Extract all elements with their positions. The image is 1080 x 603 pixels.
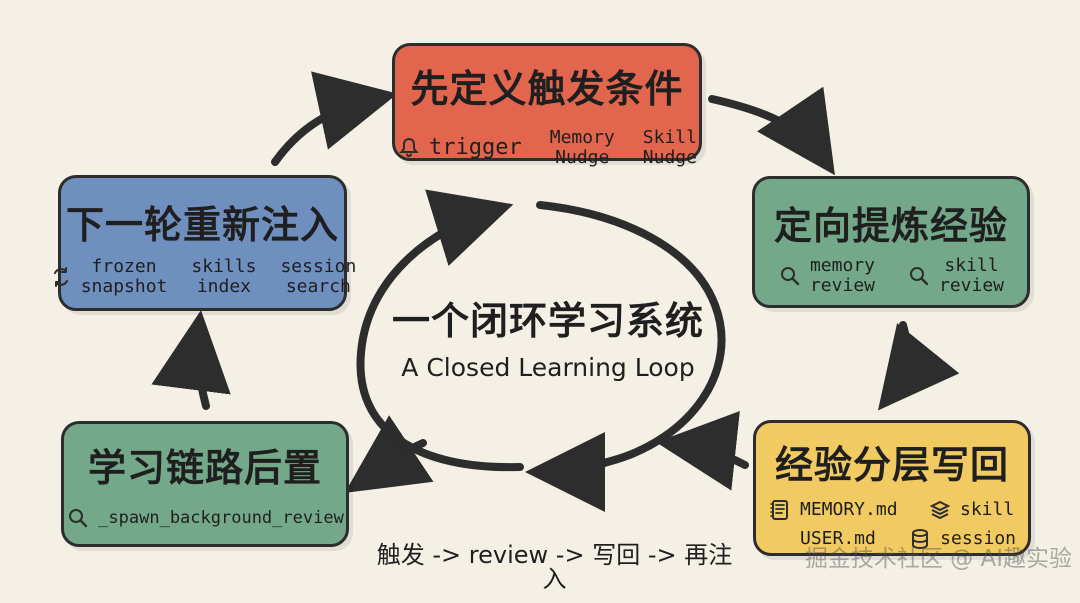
item-skills-index: skills index — [191, 257, 256, 297]
session-search-label: session search — [280, 256, 357, 297]
arrow-postpone-to-reinject — [151, 310, 231, 410]
arrow-writeback-to-postpone — [656, 411, 749, 491]
user-md-label: USER.md — [800, 528, 876, 550]
bell-icon — [397, 136, 421, 160]
refresh-icon — [49, 265, 73, 289]
item-skill-review: skill review — [907, 256, 1004, 296]
card-title-reinject: 下一轮重新注入 — [65, 203, 339, 247]
card-row-writeback-top: MEMORY.md skill — [768, 498, 1016, 522]
item-frozen-snapshot: frozen snapshot — [49, 256, 168, 297]
arrow-refine-to-writeback — [877, 321, 960, 411]
card-row-refine: memory review skill review — [755, 256, 1027, 296]
item-spawn-background-review: _spawn_background_review — [66, 506, 344, 530]
card-title-postpone: 学习链路后置 — [87, 446, 322, 490]
card-postpone: 学习链路后置 _spawn_background_review — [61, 421, 349, 547]
item-memory-nudge: Memory Nudge — [550, 128, 615, 168]
item-memory-md: MEMORY.md — [768, 498, 904, 522]
notebook-icon — [768, 498, 792, 522]
card-row-writeback-bottom: USER.md session — [768, 527, 1016, 551]
magnifier-icon — [66, 506, 90, 530]
card-title-writeback: 经验分层写回 — [774, 443, 1009, 487]
card-refine: 定向提炼经验 memory review skill — [752, 176, 1030, 308]
skill-nudge-label: Skill Nudge — [642, 127, 697, 168]
card-trigger: 先定义触发条件 trigger Memory Nudge Skill Nudge — [392, 43, 702, 167]
item-skill: skill — [928, 498, 1014, 522]
memory-nudge-label: Memory Nudge — [549, 127, 615, 168]
database-icon — [908, 527, 932, 551]
item-session: session — [908, 527, 1016, 551]
card-reinject: 下一轮重新注入 frozen snapshot skills index ses… — [53, 175, 356, 311]
center-loop-left — [356, 189, 524, 472]
card-row-trigger: trigger Memory Nudge Skill Nudge — [395, 128, 699, 168]
session-label: session — [940, 528, 1016, 550]
frozen-snapshot-label: frozen snapshot — [80, 256, 168, 297]
memory-md-label: MEMORY.md — [800, 499, 898, 521]
item-user-md: USER.md — [768, 529, 884, 549]
arrow-trigger-to-refine — [708, 86, 835, 176]
card-writeback: 经验分层写回 MEMORY.md — [753, 420, 1031, 556]
skills-index-label: skills index — [191, 256, 257, 297]
watermark: 掘金技术社区 @ AI趣实验 — [804, 546, 1072, 572]
item-skill-nudge: Skill Nudge — [643, 128, 697, 168]
trigger-label: trigger — [429, 134, 522, 160]
flow-summary: 触发 -> review -> 写回 -> 再注入 — [376, 541, 733, 593]
magnifier-icon — [778, 264, 802, 288]
card-title-trigger: 先定义触发条件 — [410, 67, 684, 111]
magnifier-icon — [907, 264, 931, 288]
item-session-search: session search — [280, 257, 356, 297]
spawn-background-review-label: _spawn_background_review — [98, 507, 344, 528]
skill-label: skill — [960, 499, 1015, 521]
center-loop-right — [525, 201, 726, 512]
center-subtitle: A Closed Learning Loop — [401, 353, 695, 382]
item-trigger: trigger — [397, 134, 522, 160]
card-row-reinject: frozen snapshot skills index session sea… — [53, 257, 356, 297]
skill-review-label: skill review — [939, 255, 1005, 296]
center-title: 一个闭环学习系统 — [391, 299, 704, 343]
arrow-reinject-to-trigger — [271, 71, 398, 166]
layers-icon — [928, 498, 952, 522]
memory-review-label: memory review — [809, 255, 875, 296]
card-title-refine: 定向提炼经验 — [773, 204, 1008, 248]
item-memory-review: memory review — [778, 256, 875, 296]
card-row-postpone: _spawn_background_review — [64, 506, 346, 530]
